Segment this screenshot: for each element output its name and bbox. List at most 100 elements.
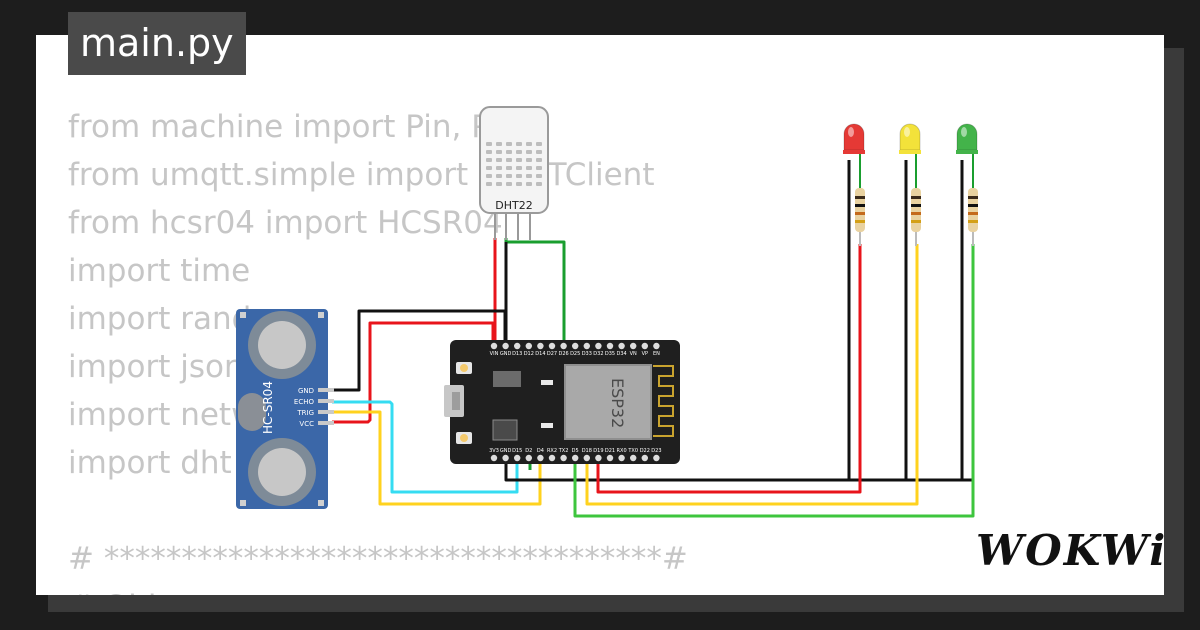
dht-vent	[486, 158, 492, 162]
dht-vent	[496, 142, 502, 146]
esp32-pin[interactable]	[548, 342, 556, 350]
code-line: import time	[68, 253, 251, 289]
wire-us-vcc	[332, 321, 495, 424]
led-base	[899, 150, 921, 154]
esp32-pin-label: D25	[570, 351, 580, 357]
esp32-label: ESP32	[608, 378, 627, 428]
esp32-pin-label: D12	[524, 351, 534, 357]
esp32-pin-label: D27	[547, 351, 557, 357]
esp32-pin-label: D34	[616, 351, 626, 357]
esp32-pin[interactable]	[514, 342, 521, 350]
esp32-pin[interactable]	[653, 454, 660, 462]
wire-gnd-bus	[504, 462, 973, 482]
esp32-pin[interactable]	[525, 342, 532, 350]
resistor-band	[968, 212, 978, 215]
esp32-pin[interactable]	[641, 342, 648, 350]
dht-vent	[506, 150, 512, 154]
hcsr04-pin	[318, 388, 334, 392]
esp32-pin[interactable]	[525, 454, 532, 462]
esp32-pin[interactable]	[618, 342, 625, 350]
resistors	[855, 154, 978, 246]
esp32-pin[interactable]	[560, 454, 567, 462]
esp32-pin[interactable]	[502, 342, 509, 350]
esp32-pin-label: GND	[500, 448, 512, 454]
led-green[interactable]	[956, 123, 978, 151]
esp32-pin[interactable]	[595, 342, 602, 350]
dht22-label: DHT22	[495, 199, 532, 212]
hcsr04-label: HC-SR04	[261, 381, 275, 434]
resistor-band	[911, 220, 921, 223]
leds[interactable]	[843, 123, 978, 154]
dht-vent	[536, 142, 542, 146]
esp32-pin[interactable]	[606, 342, 614, 350]
wire-led-red	[596, 244, 862, 494]
esp32-pin[interactable]	[490, 454, 498, 462]
resistor	[855, 188, 865, 232]
dht-vent	[526, 142, 532, 146]
dht-vent	[516, 158, 522, 162]
dht-vent	[536, 166, 542, 170]
esp32-pin-label: D4	[537, 448, 544, 454]
esp32-pin[interactable]	[653, 342, 660, 350]
resistor-band	[911, 196, 921, 199]
dht-vent	[486, 182, 492, 186]
hcsr04-pin-label: GND	[298, 387, 314, 395]
esp32-pin[interactable]	[606, 454, 614, 462]
esp32-pin[interactable]	[548, 454, 556, 462]
esp32-pin[interactable]	[537, 342, 544, 350]
dht-vent	[536, 174, 542, 178]
dht-vent	[496, 166, 502, 170]
dht-vent	[536, 150, 542, 154]
file-tab[interactable]: main.py	[68, 12, 246, 75]
dht-vent	[506, 166, 512, 170]
hcsr04-pin	[318, 421, 334, 425]
esp32-pin-label: D22	[640, 448, 650, 454]
esp32-pin[interactable]	[537, 454, 544, 462]
resistor-band	[911, 204, 921, 207]
esp32-pin[interactable]	[572, 342, 579, 350]
esp32-pin[interactable]	[514, 454, 521, 462]
esp32-pin[interactable]	[641, 454, 648, 462]
esp32-pin-label: D18	[582, 448, 592, 454]
led-yellow[interactable]	[899, 123, 921, 151]
esp32-pin[interactable]	[630, 342, 637, 350]
dht-vent	[506, 158, 512, 162]
esp32-pin[interactable]	[595, 454, 602, 462]
esp32-pin-label: D26	[558, 351, 568, 357]
esp32-pin[interactable]	[630, 454, 637, 462]
hcsr04-pin	[318, 410, 334, 414]
esp32-pin-label: D32	[593, 351, 603, 357]
esp32-pin[interactable]	[572, 454, 579, 462]
esp32-pin-label: D35	[605, 351, 615, 357]
esp32-pin-label: VN	[630, 351, 637, 357]
hcsr04-pin	[318, 399, 334, 403]
esp32-pin-label: D21	[605, 448, 615, 454]
resistor-band	[968, 196, 978, 199]
code-line: from hcsr04 import HCSR04	[68, 205, 503, 241]
esp32-pin-label: EN	[653, 351, 660, 357]
led-red[interactable]	[843, 123, 865, 151]
code-line: import json	[68, 349, 244, 385]
esp32-pin[interactable]	[560, 342, 567, 350]
dht-vent	[526, 150, 532, 154]
dht-vent	[516, 150, 522, 154]
esp32-pin[interactable]	[583, 454, 590, 462]
dht22-sensor[interactable]: DHT22	[479, 106, 549, 240]
esp32-pin[interactable]	[502, 454, 509, 462]
resistor-band	[911, 212, 921, 215]
esp32-pin[interactable]	[618, 454, 625, 462]
esp32-pin-label: VP	[642, 351, 648, 357]
esp32-pin-label: D33	[582, 351, 592, 357]
hcsr04-pin-label: TRIG	[296, 409, 314, 417]
esp32-pin[interactable]	[490, 342, 498, 350]
esp32-pin-label: D14	[535, 351, 545, 357]
esp32-pin[interactable]	[583, 342, 590, 350]
resistor-band	[968, 204, 978, 207]
dht-vent	[496, 158, 502, 162]
dht-vent	[486, 174, 492, 178]
